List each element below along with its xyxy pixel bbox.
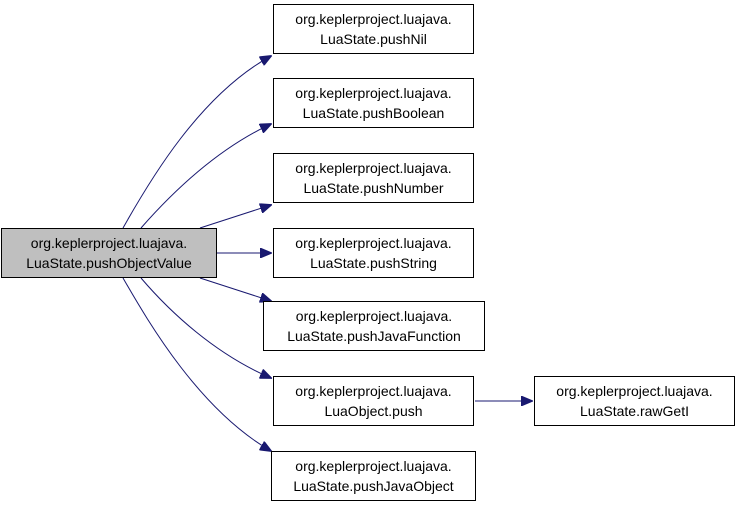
node-pushJavaObject-line2: LuaState.pushJavaObject [293, 478, 454, 494]
node-rawGetI[interactable]: org.keplerproject.luajava. LuaState.rawG… [534, 376, 735, 426]
edge-pushObjectValue-to-pushNil [122, 56, 271, 229]
node-pushNil[interactable]: org.keplerproject.luajava. LuaState.push… [273, 4, 474, 54]
node-rawGetI-line2: LuaState.rawGetI [580, 403, 689, 419]
edge-group [122, 56, 532, 451]
node-pushObjectValue-line2: LuaState.pushObjectValue [26, 255, 192, 271]
node-pushBoolean-line2: LuaState.pushBoolean [302, 105, 445, 121]
node-pushNumber-line1: org.keplerproject.luajava. [295, 160, 452, 176]
node-pushString-line1: org.keplerproject.luajava. [295, 235, 452, 251]
node-pushNumber-line2: LuaState.pushNumber [303, 180, 444, 196]
node-pushObjectValue-line1: org.keplerproject.luajava. [30, 235, 188, 251]
edge-pushObjectValue-to-pushJavaObject [122, 277, 271, 451]
node-pushJavaObject-line1: org.keplerproject.luajava. [295, 458, 452, 474]
node-pushObjectValue: org.keplerproject.luajava. LuaState.push… [1, 228, 217, 278]
node-pushJavaFunction-line1: org.keplerproject.luajava. [295, 308, 453, 324]
node-pushString-line2: LuaState.pushString [310, 255, 437, 271]
edge-pushObjectValue-to-pushBoolean [140, 124, 271, 229]
node-pushBoolean[interactable]: org.keplerproject.luajava. LuaState.push… [273, 78, 474, 128]
node-pushBoolean-line1: org.keplerproject.luajava. [295, 85, 452, 101]
node-rawGetI-line1: org.keplerproject.luajava. [556, 383, 713, 399]
node-luaObjectPush[interactable]: org.keplerproject.luajava. LuaObject.pus… [273, 376, 474, 426]
node-pushJavaObject[interactable]: org.keplerproject.luajava. LuaState.push… [271, 451, 476, 501]
node-pushNil-line1: org.keplerproject.luajava. [295, 11, 452, 27]
node-luaObjectPush-line1: org.keplerproject.luajava. [295, 383, 452, 399]
node-pushString[interactable]: org.keplerproject.luajava. LuaState.push… [273, 228, 474, 278]
node-pushJavaFunction-line2: LuaState.pushJavaFunction [287, 328, 461, 344]
edge-pushObjectValue-to-pushJavaFunction [199, 277, 271, 301]
node-pushJavaFunction[interactable]: org.keplerproject.luajava. LuaState.push… [263, 301, 485, 351]
node-pushNumber[interactable]: org.keplerproject.luajava. LuaState.push… [273, 153, 474, 203]
edge-pushObjectValue-to-luaObjectPush [140, 277, 271, 378]
node-pushNil-line2: LuaState.pushNil [320, 31, 427, 47]
node-luaObjectPush-line2: LuaObject.push [324, 403, 423, 419]
edge-pushObjectValue-to-pushNumber [199, 205, 271, 229]
